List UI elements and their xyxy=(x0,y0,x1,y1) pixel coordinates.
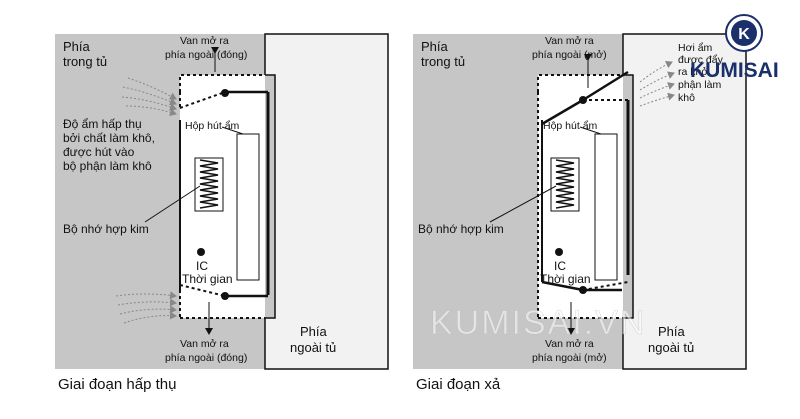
right-bottom-valve-label-2: phía ngoài (mở) xyxy=(532,352,607,364)
left-desiccant-box xyxy=(236,133,260,281)
right-note-5: khô xyxy=(678,92,695,104)
right-note-2: được đẩy xyxy=(678,54,724,66)
right-timer-label: Thời gian xyxy=(540,272,591,286)
left-bottom-valve-label-1: Van mở ra xyxy=(180,338,229,350)
right-outside-label-2: ngoài tủ xyxy=(648,340,694,355)
left-top-valve-label-2: phía ngoài (đóng) xyxy=(165,49,247,61)
brand-logo: K KUMISAI xyxy=(690,14,779,82)
left-caption: Giai đoạn hấp thụ xyxy=(58,376,176,393)
left-timer-label: Thời gian xyxy=(182,272,233,286)
right-top-valve-label-2: phía ngoài (mở) xyxy=(532,49,607,61)
right-top-flap xyxy=(541,98,584,126)
left-note-4: bộ phận làm khô xyxy=(63,159,152,173)
right-top-valve-label-1: Van mở ra xyxy=(545,35,594,47)
right-bottom-valve-label-1: Van mở ra xyxy=(545,338,594,350)
right-bottom-flap xyxy=(541,280,584,292)
left-note-1: Độ ẩm hấp thụ xyxy=(63,117,142,131)
left-outside-label-1: Phía xyxy=(300,324,328,339)
right-panel: Phía trong tủ Van mở ra phía ngoài (mở) … xyxy=(413,33,747,393)
right-box-label: Hộp hút ẩm xyxy=(543,120,598,132)
right-caption: Giai đoạn xả xyxy=(416,376,501,393)
left-note-2: bởi chất làm khô, xyxy=(63,131,155,145)
left-bottom-pivot xyxy=(221,292,229,300)
left-ic-label: IC xyxy=(196,259,208,273)
left-top-valve-label-1: Van mở ra xyxy=(180,35,229,47)
right-note-1: Hơi ẩm xyxy=(678,42,713,54)
right-desiccant-box xyxy=(594,133,618,281)
left-outside-label-2: ngoài tủ xyxy=(290,340,336,355)
logo-letter: K xyxy=(738,26,750,43)
left-inside-label-2: trong tủ xyxy=(63,54,107,69)
right-note-4: phận làm xyxy=(678,79,721,91)
right-note-3: ra khỏi xyxy=(678,66,710,78)
right-alloy-label: Bộ nhớ hợp kim xyxy=(418,222,504,236)
right-top-pivot xyxy=(579,96,587,104)
right-bottom-pivot xyxy=(579,286,587,294)
left-inflow-arrows-top xyxy=(121,77,177,117)
left-bottom-valve-label-2: phía ngoài (đóng) xyxy=(165,352,247,364)
right-outside-label-1: Phía xyxy=(658,324,686,339)
right-ic-label: IC xyxy=(554,259,566,273)
left-top-pivot xyxy=(221,89,229,97)
watermark: KUMISAI.VN xyxy=(430,304,646,342)
left-note-3: được hút vào xyxy=(63,145,135,159)
logo-badge-icon xyxy=(731,20,757,46)
left-chamber-top-dotted xyxy=(179,74,265,92)
right-inside-label-2: trong tủ xyxy=(421,54,465,69)
logo-text: KUMISAI xyxy=(690,59,779,82)
right-alloy-spring xyxy=(555,159,575,209)
left-ic-dot xyxy=(197,248,205,256)
left-panel: Phía trong tủ Van mở ra phía ngoài (đóng… xyxy=(55,33,389,393)
left-box-label: Hộp hút ẩm xyxy=(185,120,240,132)
right-ic-dot xyxy=(555,248,563,256)
left-inflow-arrows-bottom xyxy=(115,291,177,324)
left-inside-label-1: Phía xyxy=(63,39,91,54)
right-outflow-arrows xyxy=(639,60,675,107)
right-inside-label-1: Phía xyxy=(421,39,449,54)
left-outside-area xyxy=(264,33,389,370)
left-alloy-label: Bộ nhớ hợp kim xyxy=(63,222,149,236)
left-alloy-spring xyxy=(199,159,219,209)
